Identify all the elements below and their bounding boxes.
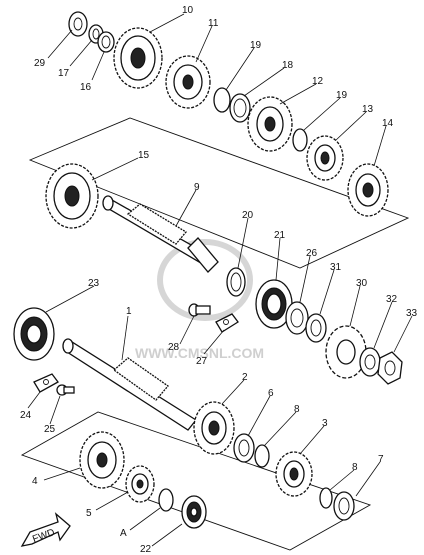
part-19-circlip-middle: [292, 128, 308, 152]
part-21-bearing: [255, 279, 293, 329]
part-13-gear: [306, 135, 344, 181]
watermark: WWW.CMSNL.COM: [135, 239, 264, 361]
callout-18: 18: [282, 60, 294, 71]
callout-19-upper: 19: [250, 40, 262, 51]
callout-31: 31: [330, 262, 342, 273]
part-23-bearing: [13, 307, 55, 361]
callout-8-lower: 8: [352, 462, 358, 473]
callout-12: 12: [312, 76, 324, 87]
callout-29: 29: [34, 58, 46, 69]
callout-labels: 10 29 17 16 11 19 18 12 19 13 14 15 9 20…: [20, 5, 418, 555]
part-27-plate: [215, 313, 239, 333]
callout-25: 25: [44, 424, 56, 435]
part-6-washer: [233, 433, 255, 463]
part-24-plate: [33, 373, 59, 393]
callout-24: 24: [20, 410, 32, 421]
callout-14: 14: [382, 118, 394, 129]
callout-27: 27: [196, 356, 208, 367]
callout-5: 5: [86, 508, 92, 519]
part-A-circlip: [158, 488, 174, 512]
watermark-text: WWW.CMSNL.COM: [135, 345, 264, 361]
part-29-collar: [68, 11, 88, 37]
part-19-circlip-upper: [213, 87, 231, 113]
part-2-gear: [193, 401, 235, 455]
callout-30: 30: [356, 278, 368, 289]
part-16-washer: [97, 31, 115, 53]
callout-10: 10: [182, 5, 194, 16]
callout-32: 32: [386, 294, 398, 305]
part-12-gear: [247, 96, 293, 152]
part-20-washer: [226, 267, 246, 297]
part-5-gear: [125, 465, 155, 503]
part-33-nut: [377, 351, 403, 385]
part-8-circlip-lower: [319, 487, 333, 509]
callout-33: 33: [406, 308, 418, 319]
callout-9: 9: [194, 182, 200, 193]
callout-8-middle: 8: [294, 404, 300, 415]
part-25-screw: [56, 384, 75, 396]
callout-22: 22: [140, 544, 152, 555]
part-28-pin: [188, 303, 211, 317]
callout-4: 4: [32, 476, 38, 487]
leader-lines: [27, 13, 413, 547]
callout-19-middle: 19: [336, 90, 348, 101]
callout-6: 6: [268, 388, 274, 399]
callout-11: 11: [208, 18, 219, 29]
part-11-gear: [165, 55, 211, 109]
callout-2: 2: [242, 372, 248, 383]
part-4-gear: [79, 431, 125, 489]
part-22-bearing: [181, 495, 207, 529]
part-14-gear: [347, 163, 389, 217]
callout-15: 15: [138, 150, 150, 161]
part-10-gear: [113, 27, 163, 89]
callout-17: 17: [58, 68, 70, 79]
callout-16: 16: [80, 82, 92, 93]
part-18-washer: [229, 93, 251, 123]
callout-28: 28: [168, 342, 180, 353]
part-31-collar: [305, 313, 327, 343]
part-26-oil-seal: [285, 301, 309, 335]
callout-26: 26: [306, 248, 318, 259]
callout-7: 7: [378, 454, 384, 465]
part-30-drive-sprocket: [325, 325, 367, 379]
part-15-gear: [45, 163, 99, 229]
callout-1: 1: [126, 306, 132, 317]
part-9-main-axle: [102, 195, 219, 273]
callout-A: A: [120, 528, 127, 539]
callout-23: 23: [88, 278, 100, 289]
callout-13: 13: [362, 104, 374, 115]
part-3-gear: [275, 451, 313, 497]
fwd-arrow-icon: FWD: [20, 512, 71, 547]
callout-20: 20: [242, 210, 254, 221]
part-7-washer: [333, 491, 355, 521]
upper-group-frame: [28, 117, 410, 269]
callout-21: 21: [274, 230, 286, 241]
part-32-lock-washer: [359, 347, 381, 377]
part-8-circlip-middle: [254, 444, 270, 468]
callout-3: 3: [322, 418, 328, 429]
